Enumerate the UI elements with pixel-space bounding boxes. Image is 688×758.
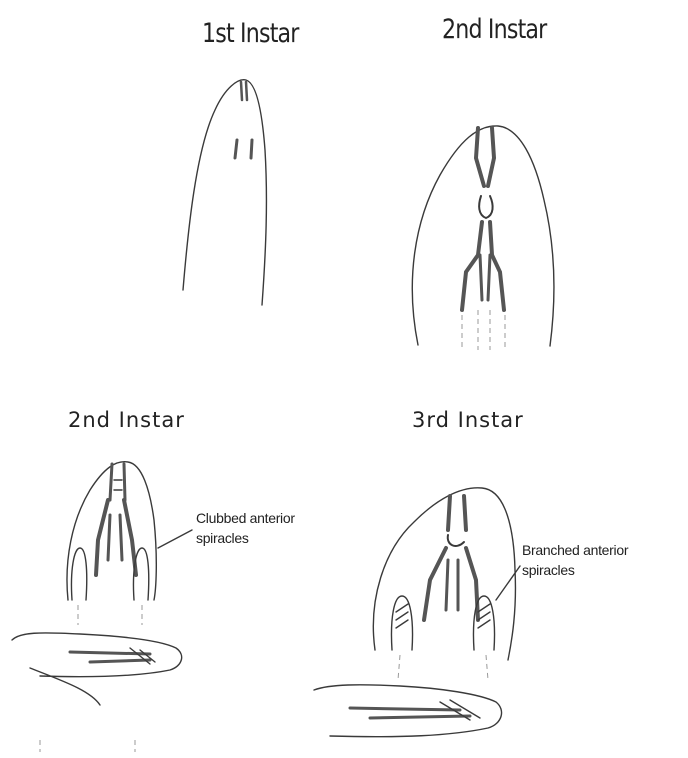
third-instar-head-drawing: [314, 488, 520, 737]
first-instar-head-drawing: [183, 80, 266, 305]
second-instar-head-drawing-top: [412, 126, 554, 350]
second-instar-head-drawing-bottom: [12, 462, 192, 752]
